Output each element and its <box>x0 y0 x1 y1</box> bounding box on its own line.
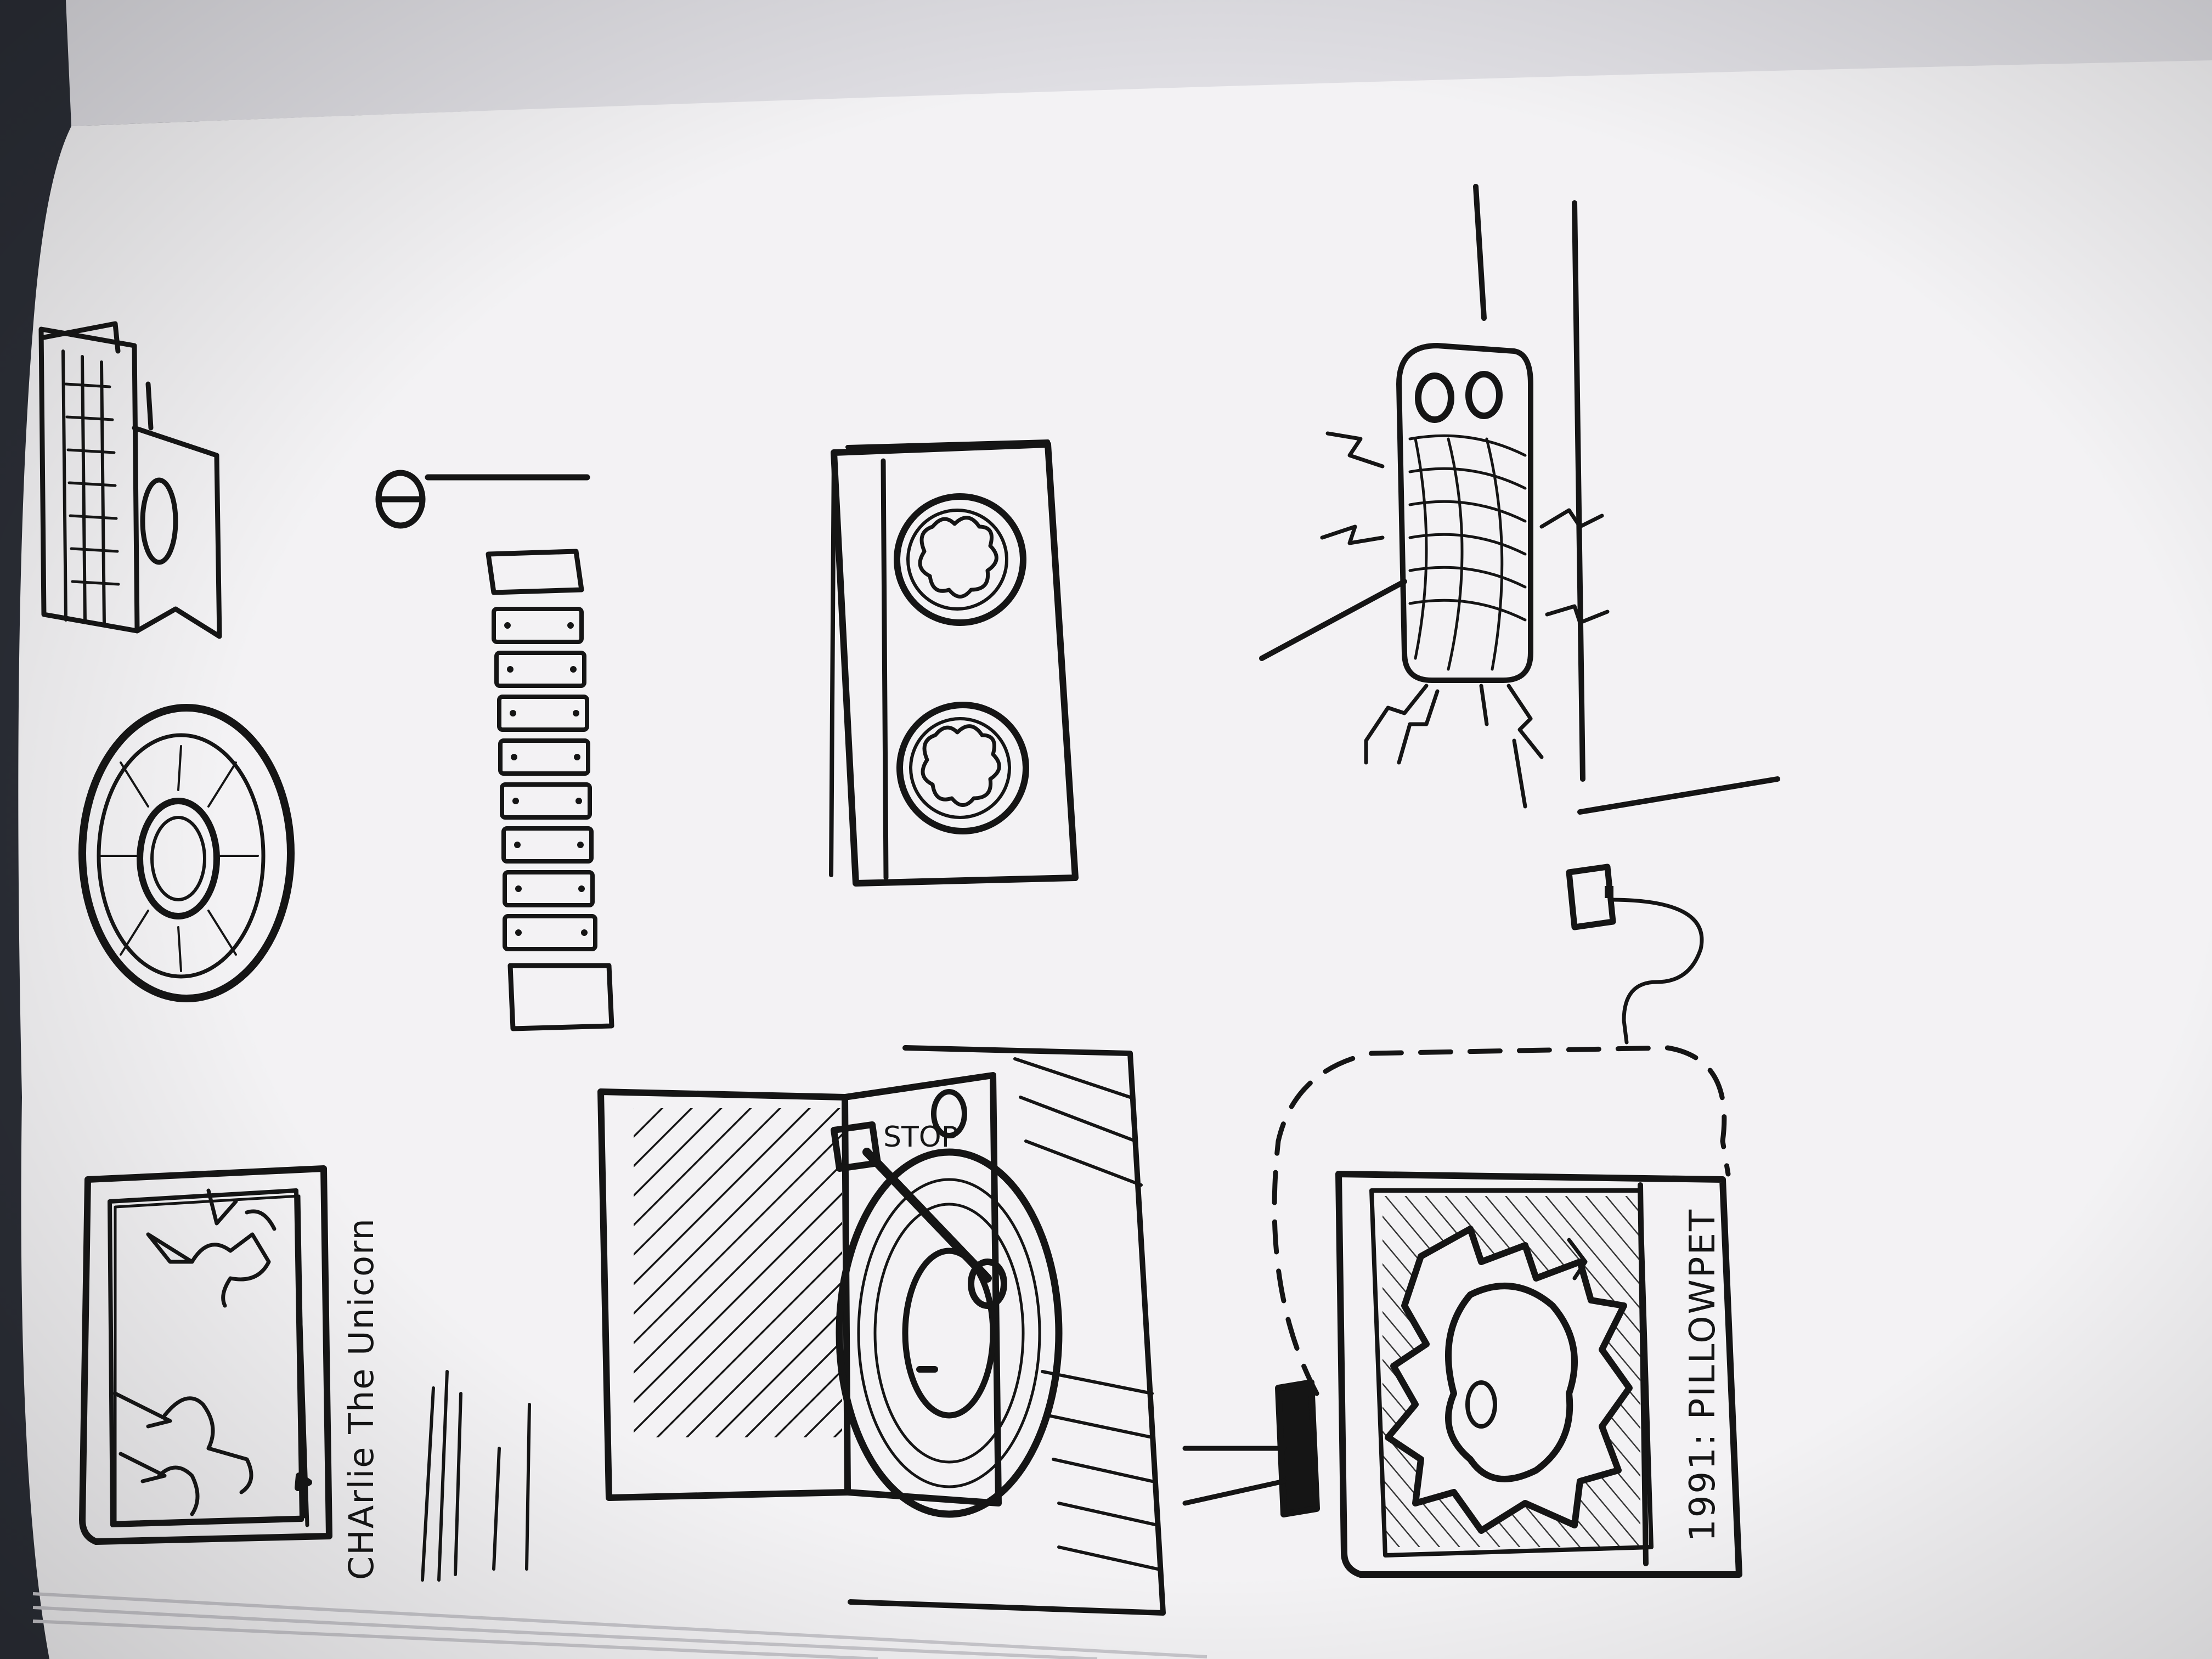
motion-lines <box>421 1370 531 1582</box>
pillowpet-caption: 1991: PILLOWPET <box>1683 1208 1723 1542</box>
unicorn-tv-icon <box>79 1165 332 1545</box>
film-strip-icon <box>486 549 614 1031</box>
record-player-icon: STOP <box>597 1045 1166 1616</box>
cd-disc-icon <box>78 704 295 1002</box>
charlie-caption: CHArlie The Unicorn <box>341 1217 381 1580</box>
wall-outlet-icon <box>1566 864 1704 1045</box>
svg-text:STOP: STOP <box>883 1121 958 1154</box>
video-card-icon <box>38 321 222 639</box>
furby-toy-icon <box>1259 184 1780 815</box>
tv-pillowpet-icon <box>1182 1045 1742 1578</box>
cd-burner-stick-icon <box>375 470 590 529</box>
cassette-tape-icon <box>829 439 1079 887</box>
